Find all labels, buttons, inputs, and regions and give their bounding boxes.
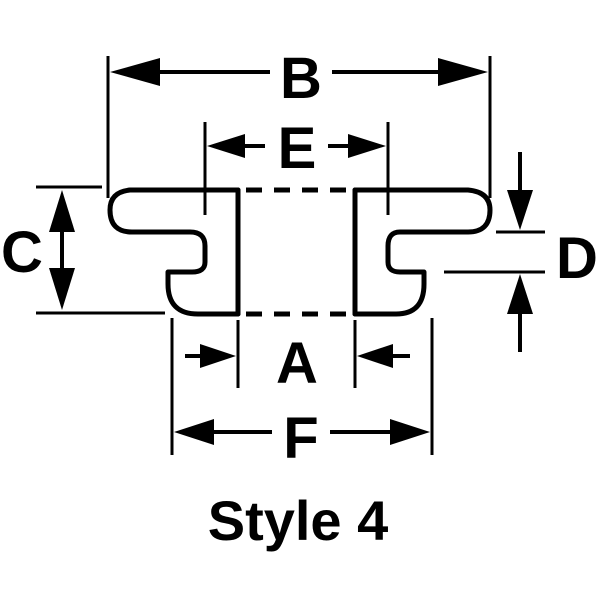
dim-label-d: D <box>556 226 598 291</box>
dim-label-a: A <box>276 331 318 396</box>
dim-label-c: C <box>1 220 43 285</box>
dim-f-arrow-left <box>174 419 214 445</box>
dim-label-b: B <box>280 46 322 111</box>
grommet-profile <box>107 187 493 317</box>
hidden-lines <box>246 187 350 317</box>
dim-c-arrow-top <box>49 190 75 232</box>
grommet-right-half <box>352 187 493 317</box>
dim-a-arrow-left <box>200 344 236 368</box>
dim-b-arrow-left <box>110 58 160 86</box>
extension-lines <box>36 56 545 455</box>
dim-label-e: E <box>278 116 317 181</box>
dimension-a: A <box>185 331 410 396</box>
style-caption: Style 4 <box>208 489 389 552</box>
dimension-e: E <box>207 116 386 181</box>
dimension-d: D <box>507 152 598 352</box>
dim-d-arrow-top <box>507 190 533 230</box>
dimension-f: F <box>174 406 430 471</box>
dim-c-arrow-bottom <box>49 268 75 310</box>
dimension-b: B <box>110 46 488 111</box>
grommet-left-half <box>107 187 241 317</box>
dim-e-arrow-left <box>207 134 245 158</box>
dimension-c: C <box>1 190 75 310</box>
dim-label-f: F <box>283 406 318 471</box>
dim-e-arrow-right <box>348 134 386 158</box>
dim-f-arrow-right <box>390 419 430 445</box>
dim-a-arrow-right <box>357 344 393 368</box>
dim-b-arrow-right <box>438 58 488 86</box>
dim-d-arrow-bottom <box>507 274 533 314</box>
